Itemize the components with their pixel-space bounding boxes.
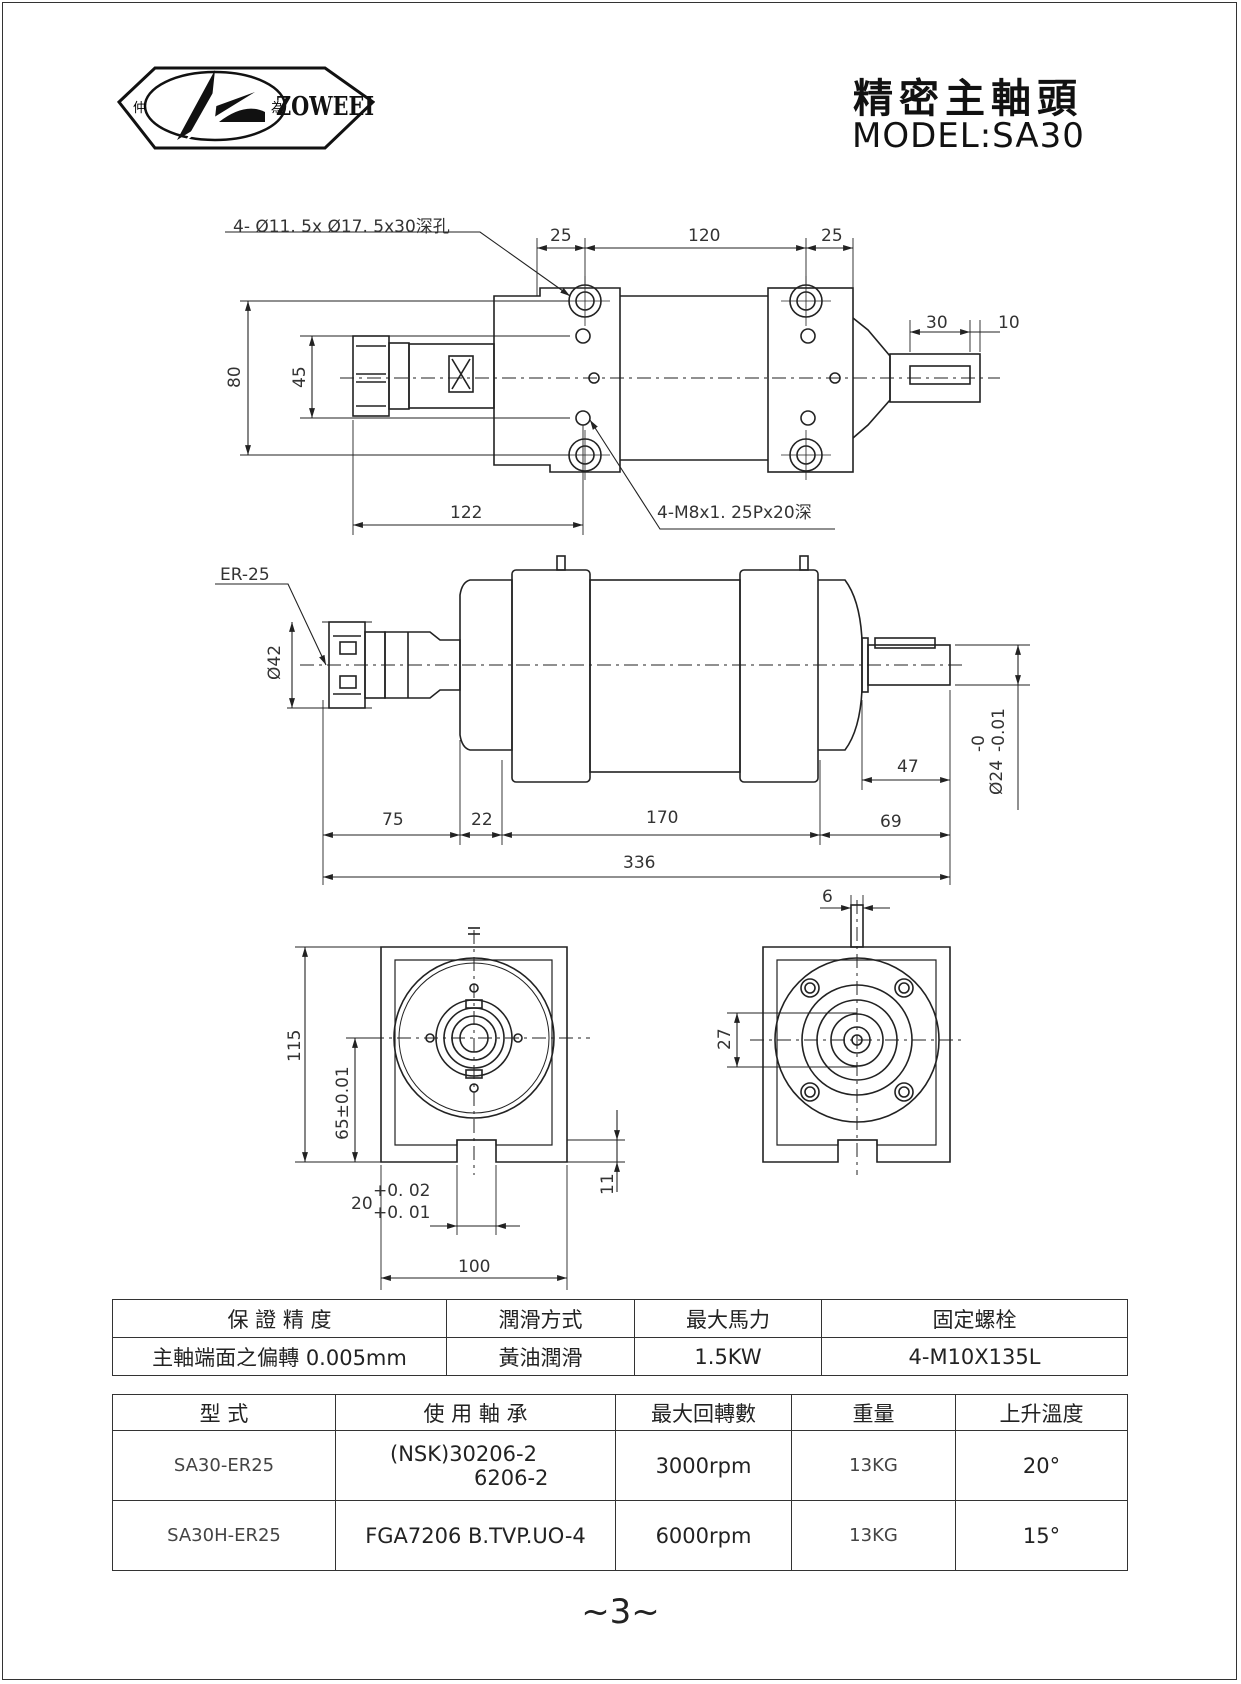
- dim-120: 120: [688, 226, 720, 246]
- dim-170: 170: [646, 808, 678, 828]
- dim-27: 27: [715, 1028, 735, 1050]
- table-header: 保 證 精 度: [112, 1299, 447, 1338]
- dim-dia42: Ø42: [265, 645, 285, 680]
- table-header-row: 型 式 使 用 軸 承 最大回轉數 重量 上升溫度: [112, 1394, 1128, 1431]
- technical-drawing: 4- Ø11. 5x Ø17. 5x30深孔 25 120 25 30 10 8…: [215, 217, 1030, 1290]
- front-end-view: [295, 927, 625, 1290]
- table-header-row: 保 證 精 度 潤滑方式 最大馬力 固定螺栓: [112, 1299, 1128, 1338]
- table-row: 主軸端面之偏轉 0.005mm 黃油潤滑 1.5KW 4-M10X135L: [112, 1337, 1128, 1376]
- dim-30: 30: [926, 313, 948, 333]
- table-cell: 1.5KW: [634, 1337, 822, 1376]
- hole-note: 4- Ø11. 5x Ø17. 5x30深孔: [233, 217, 450, 237]
- table-header: 固定螺栓: [821, 1299, 1128, 1338]
- model-cell: SA30H-ER25: [112, 1500, 336, 1571]
- dim-dia24: Ø24: [987, 760, 1007, 795]
- spec-table-2: 型 式 使 用 軸 承 最大回轉數 重量 上升溫度 SA30-ER25 (NSK…: [112, 1394, 1128, 1571]
- model-title: MODEL:SA30: [852, 116, 1085, 156]
- table-header: 使 用 軸 承: [335, 1394, 616, 1431]
- tap-note: 4-M8x1. 25Px20深: [657, 503, 812, 523]
- temp-cell: 20°: [955, 1430, 1128, 1501]
- table-header: 最大馬力: [634, 1299, 822, 1338]
- temp-cell: 15°: [955, 1500, 1128, 1571]
- table-header: 潤滑方式: [446, 1299, 635, 1338]
- page-title: 精密主軸頭: [853, 76, 1083, 122]
- top-view: [225, 231, 1000, 535]
- zoweei-logo: 仲 為: [116, 66, 375, 150]
- rpm-cell: 6000rpm: [615, 1500, 792, 1571]
- bearing-cell: (NSK)30206-2 6206-2: [335, 1430, 616, 1501]
- table-cell: 4-M10X135L: [821, 1337, 1128, 1376]
- table-cell: 黃油潤滑: [446, 1337, 635, 1376]
- rpm-cell: 3000rpm: [615, 1430, 792, 1501]
- dim-25-left: 25: [550, 226, 572, 246]
- dim-20-tol-lower: +0. 01: [373, 1203, 431, 1223]
- dim-122: 122: [450, 503, 482, 523]
- weight-cell: 13KG: [791, 1430, 956, 1501]
- dim-47: 47: [897, 757, 919, 777]
- dim-100: 100: [458, 1257, 490, 1277]
- tol-lower: -0.01: [989, 708, 1009, 752]
- dim-11: 11: [598, 1173, 618, 1195]
- table-header: 最大回轉數: [615, 1394, 792, 1431]
- table-cell: 主軸端面之偏轉 0.005mm: [112, 1337, 447, 1376]
- dim-115: 115: [285, 1030, 305, 1062]
- dim-45: 45: [290, 366, 310, 388]
- dim-10: 10: [998, 313, 1020, 333]
- table-header: 重量: [791, 1394, 956, 1431]
- collet-label: ER-25: [220, 565, 270, 585]
- table-header: 上升溫度: [955, 1394, 1128, 1431]
- dim-80: 80: [225, 366, 245, 388]
- dim-336: 336: [623, 853, 655, 873]
- dim-25-right: 25: [821, 226, 843, 246]
- tol-upper: -0: [969, 735, 989, 752]
- dim-65: 65±0.01: [333, 1066, 353, 1140]
- model-cell: SA30-ER25: [112, 1430, 336, 1501]
- logo-left-char: 仲: [133, 101, 146, 116]
- dim-20: 20: [351, 1194, 373, 1214]
- table-row: SA30H-ER25 FGA7206 B.TVP.UO-4 6000rpm 13…: [112, 1500, 1128, 1571]
- dim-22: 22: [471, 810, 493, 830]
- logo-right-char: 為: [271, 100, 284, 116]
- bearing-cell: FGA7206 B.TVP.UO-4: [335, 1500, 616, 1571]
- dim-6: 6: [822, 887, 833, 907]
- table-header: 型 式: [112, 1394, 336, 1431]
- side-view: [215, 555, 1030, 885]
- dim-20-tol-upper: +0. 02: [373, 1181, 431, 1201]
- table-row: SA30-ER25 (NSK)30206-2 6206-2 3000rpm 13…: [112, 1430, 1128, 1501]
- spec-table-1: 保 證 精 度 潤滑方式 最大馬力 固定螺栓 主軸端面之偏轉 0.005mm 黃…: [112, 1299, 1128, 1376]
- dim-75: 75: [382, 810, 404, 830]
- weight-cell: 13KG: [791, 1500, 956, 1571]
- page-number: ~3~: [581, 1592, 660, 1632]
- brand-name: ZOWEEI: [276, 92, 375, 122]
- bearing-line-1: (NSK)30206-2: [390, 1441, 537, 1466]
- dim-69: 69: [880, 812, 902, 832]
- bearing-line-2: 6206-2: [474, 1465, 549, 1490]
- rear-end-view: [727, 895, 965, 1175]
